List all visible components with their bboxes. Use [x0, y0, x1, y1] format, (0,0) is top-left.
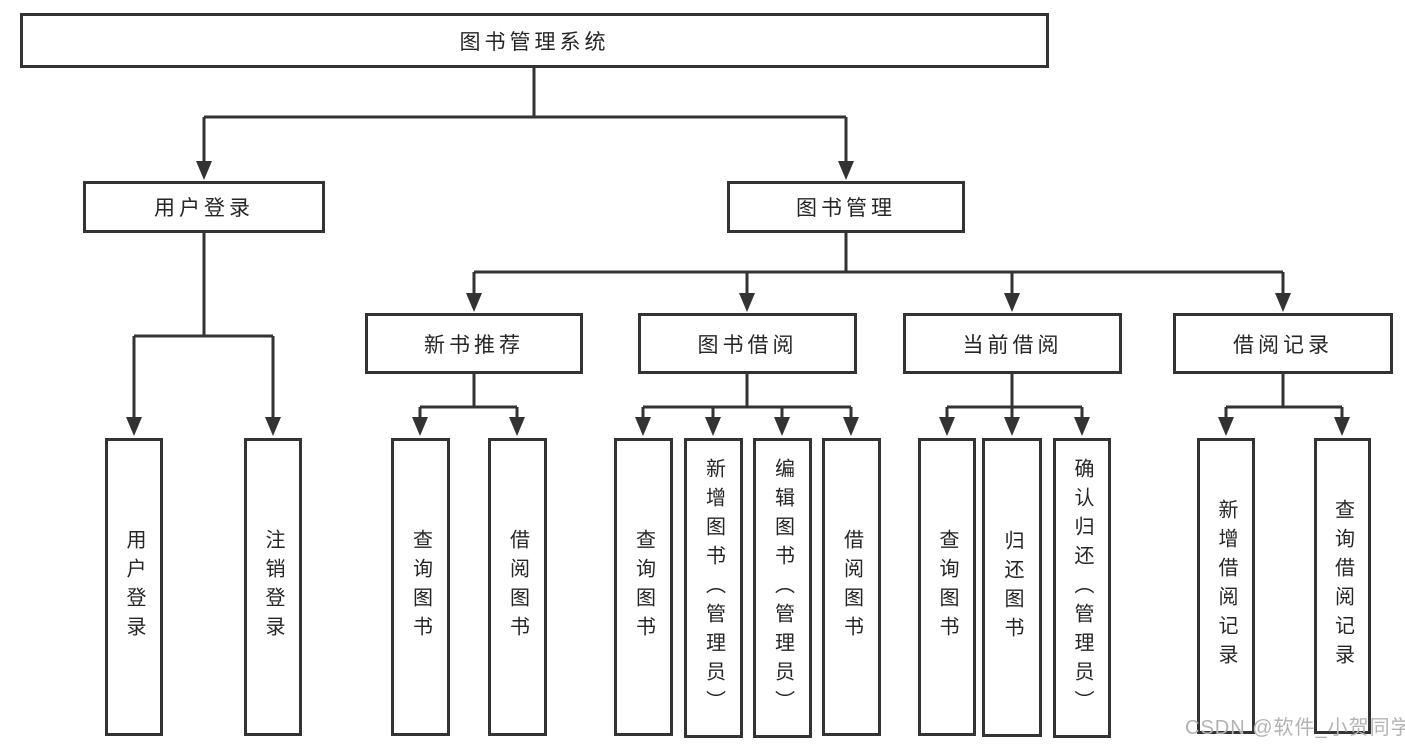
- leaf-user-login: 用户登录: [105, 438, 163, 736]
- node-new-book-recommend: 新书推荐: [365, 313, 583, 374]
- leaf-borrow-add-book-admin-label: 新增图书（管理员）: [702, 457, 725, 719]
- arrow-icon: [838, 161, 854, 180]
- node-user-login-label: 用户登录: [154, 197, 254, 220]
- node-user-login: 用户登录: [83, 181, 325, 233]
- arrow-icon: [1218, 417, 1234, 436]
- edge-book-borrow-children: [641, 374, 853, 420]
- arrow-icon: [1334, 417, 1350, 436]
- leaf-logout: 注销登录: [244, 438, 302, 736]
- leaf-records-query-record-label: 查询借阅记录: [1331, 499, 1354, 673]
- leaf-current-return-book: 归还图书: [982, 438, 1042, 737]
- node-borrow-records: 借阅记录: [1173, 313, 1393, 374]
- leaf-records-query-record: 查询借阅记录: [1314, 438, 1371, 734]
- leaf-recommend-query-book: 查询图书: [391, 438, 450, 736]
- edge-current-borrow-children: [945, 374, 1084, 420]
- arrow-icon: [635, 417, 651, 436]
- arrow-icon: [843, 417, 859, 436]
- leaf-records-add-record: 新增借阅记录: [1197, 438, 1255, 734]
- edge-new-book-recommend-children: [418, 374, 519, 420]
- arrow-icon: [1004, 417, 1020, 436]
- node-new-book-recommend-label: 新书推荐: [424, 333, 524, 357]
- leaf-borrow-query-book-label: 查询图书: [632, 529, 655, 645]
- csdn-watermark: CSDN @软件_小贺同学: [1185, 717, 1405, 739]
- arrow-icon: [774, 417, 790, 436]
- leaf-recommend-query-book-label: 查询图书: [409, 529, 432, 645]
- leaf-borrow-query-book: 查询图书: [614, 438, 673, 736]
- leaf-current-return-book-label: 归还图书: [1001, 529, 1023, 646]
- arrow-icon: [126, 417, 142, 436]
- arrow-icon: [509, 417, 525, 436]
- leaf-current-query-book-label: 查询图书: [936, 529, 958, 645]
- leaf-borrow-borrow-book-label: 借阅图书: [840, 529, 863, 645]
- arrow-icon: [412, 417, 428, 436]
- node-borrow-records-label: 借阅记录: [1233, 333, 1333, 357]
- edge-user-login-children: [132, 233, 275, 420]
- leaf-borrow-edit-book-admin-label: 编辑图书（管理员）: [771, 457, 794, 719]
- edge-book-management-children: [472, 233, 1285, 296]
- leaf-logout-label: 注销登录: [262, 529, 284, 645]
- leaf-borrow-edit-book-admin: 编辑图书（管理员）: [753, 438, 812, 738]
- node-current-borrow-label: 当前借阅: [962, 333, 1063, 357]
- leaf-borrow-add-book-admin: 新增图书（管理员）: [684, 438, 743, 738]
- node-root: 图书管理系统: [20, 13, 1049, 68]
- node-current-borrow: 当前借阅: [903, 313, 1122, 374]
- node-book-borrow-label: 图书借阅: [697, 333, 798, 357]
- arrowheads: [126, 161, 1350, 436]
- arrow-icon: [196, 161, 212, 180]
- leaf-recommend-borrow-book-label: 借阅图书: [506, 529, 529, 645]
- arrow-icon: [1074, 417, 1090, 436]
- leaf-user-login-label: 用户登录: [123, 529, 145, 645]
- arrow-icon: [1275, 293, 1291, 312]
- node-book-borrow: 图书借阅: [638, 313, 857, 374]
- leaf-records-add-record-label: 新增借阅记录: [1215, 499, 1237, 673]
- arrow-icon: [1004, 293, 1020, 312]
- arrow-icon: [705, 417, 721, 436]
- leaf-current-query-book: 查询图书: [918, 438, 976, 736]
- edge-borrow-records-children: [1224, 374, 1344, 420]
- leaf-recommend-borrow-book: 借阅图书: [488, 438, 547, 736]
- leaf-borrow-borrow-book: 借阅图书: [822, 438, 881, 736]
- arrow-icon: [466, 293, 482, 312]
- connector-edges: [132, 68, 1344, 420]
- node-book-management-label: 图书管理: [796, 197, 896, 220]
- node-book-management: 图书管理: [727, 181, 965, 233]
- arrow-icon: [739, 293, 755, 312]
- arrow-icon: [265, 417, 281, 436]
- leaf-current-confirm-return-admin-label: 确认归还（管理员）: [1071, 457, 1093, 719]
- leaf-current-confirm-return-admin: 确认归还（管理员）: [1053, 438, 1111, 738]
- arrow-icon: [939, 417, 955, 436]
- edge-root-to-level2: [202, 68, 848, 164]
- node-root-label: 图书管理系统: [459, 30, 610, 54]
